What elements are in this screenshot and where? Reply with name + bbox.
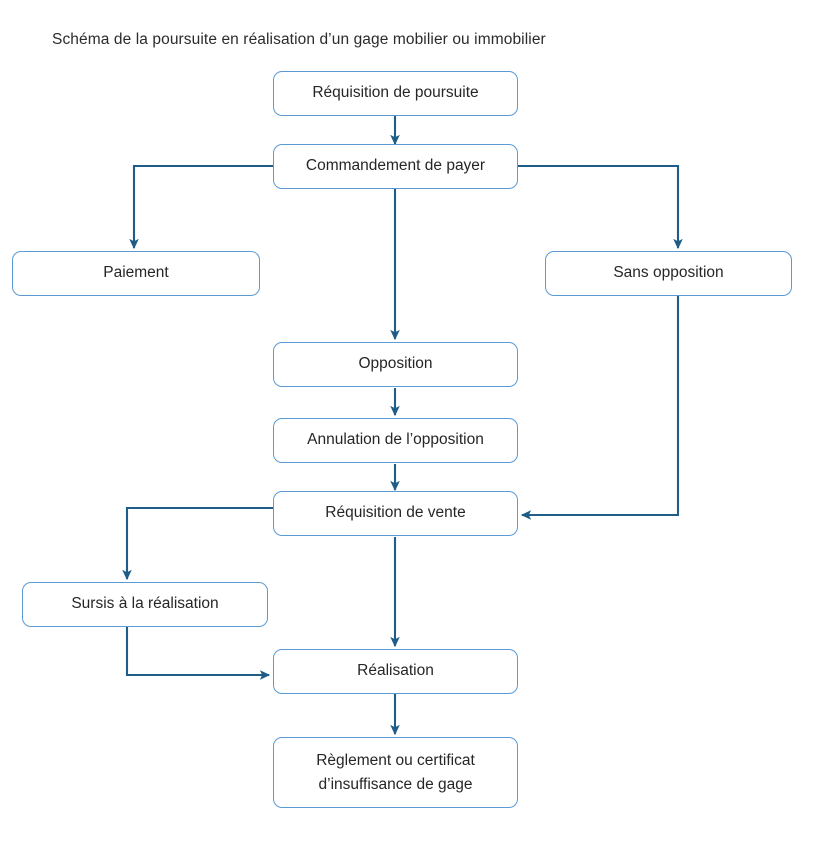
edge-sursis-realisation-to-realisation [125,627,271,680]
node-label: Commandement de payer [305,157,486,175]
node-paiement[interactable]: Paiement [12,251,260,296]
node-label: Opposition [358,355,433,373]
node-sans-opposition[interactable]: Sans opposition [545,251,792,296]
node-label: Réquisition de poursuite [312,84,479,102]
node-requisition-vente[interactable]: Réquisition de vente [273,491,518,536]
node-annulation-opposition[interactable]: Annulation de l’opposition [273,418,518,463]
node-reglement-certificat[interactable]: Règlement ou certificat d’insuffisance d… [273,737,518,808]
node-realisation[interactable]: Réalisation [273,649,518,694]
node-label-line-2: d’insuffisance de gage [318,775,473,793]
node-label: Sursis à la réalisation [71,595,219,613]
edge-sans-opposition-to-requisition-vente [520,296,680,520]
edge-commandement-payer-to-sans-opposition [518,164,683,250]
node-requisition-poursuite[interactable]: Réquisition de poursuite [273,71,518,116]
node-label: Annulation de l’opposition [307,431,484,449]
node-label-line-1: Règlement ou certificat [316,752,475,770]
diagram-title: Schéma de la poursuite en réalisation d’… [52,31,546,48]
edge-requisition-vente-to-sursis-realisation [122,506,273,581]
node-label: Sans opposition [613,264,724,282]
node-label: Paiement [103,264,169,282]
edge-commandement-payer-to-paiement [129,164,273,250]
node-commandement-payer[interactable]: Commandement de payer [273,144,518,189]
node-label: Réquisition de vente [325,504,466,522]
node-label: Réalisation [357,662,434,680]
node-sursis-realisation[interactable]: Sursis à la réalisation [22,582,268,627]
node-opposition[interactable]: Opposition [273,342,518,387]
